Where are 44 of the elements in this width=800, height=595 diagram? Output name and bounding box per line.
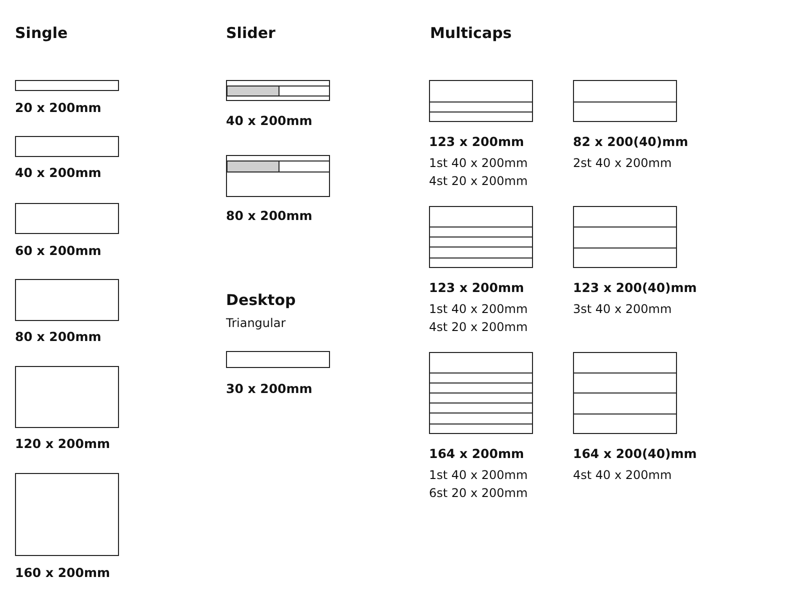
size-label: 123 x 200mm <box>429 134 524 149</box>
piece-count-label: 1st 40 x 200mm <box>429 468 528 482</box>
size-label: 40 x 200mm <box>226 113 312 128</box>
size-rectangle <box>429 352 533 434</box>
size-rectangle <box>15 473 119 556</box>
piece-count-label: 4st 40 x 200mm <box>573 468 672 482</box>
size-label: 123 x 200(40)mm <box>573 280 697 295</box>
size-rectangle <box>15 279 119 321</box>
section-heading: Single <box>15 24 68 42</box>
piece-count-label: 3st 40 x 200mm <box>573 302 672 316</box>
section-heading: Desktop <box>226 291 296 309</box>
piece-count-label: 1st 40 x 200mm <box>429 156 528 170</box>
size-label: 80 x 200mm <box>226 208 312 223</box>
size-label: 40 x 200mm <box>15 165 102 180</box>
size-rectangle <box>226 155 330 197</box>
size-rectangle <box>226 80 330 101</box>
size-rectangle <box>573 352 677 434</box>
size-rectangle <box>573 206 677 268</box>
piece-count-label: 4st 20 x 200mm <box>429 174 528 188</box>
size-label: 160 x 200mm <box>15 565 110 580</box>
subheading: Triangular <box>226 316 286 330</box>
size-rectangle <box>15 80 119 91</box>
size-rectangle <box>15 203 119 234</box>
piece-count-label: 2st 40 x 200mm <box>573 156 672 170</box>
size-label: 82 x 200(40)mm <box>573 134 688 149</box>
size-label: 20 x 200mm <box>15 100 102 115</box>
size-label: 123 x 200mm <box>429 280 524 295</box>
size-label: 120 x 200mm <box>15 436 110 451</box>
size-rectangle <box>15 366 119 428</box>
piece-count-label: 1st 40 x 200mm <box>429 302 528 316</box>
size-label: 164 x 200(40)mm <box>573 446 697 461</box>
size-rectangle <box>573 80 677 122</box>
size-rectangle <box>429 80 533 122</box>
size-rectangle <box>15 136 119 157</box>
size-label: 30 x 200mm <box>226 381 312 396</box>
piece-count-label: 6st 20 x 200mm <box>429 486 528 500</box>
section-heading: Multicaps <box>430 24 512 42</box>
size-rectangle <box>429 206 533 268</box>
size-label: 80 x 200mm <box>15 329 102 344</box>
size-label: 60 x 200mm <box>15 243 102 258</box>
piece-count-label: 4st 20 x 200mm <box>429 320 528 334</box>
size-rectangle <box>226 351 330 368</box>
section-heading: Slider <box>226 24 276 42</box>
size-label: 164 x 200mm <box>429 446 524 461</box>
